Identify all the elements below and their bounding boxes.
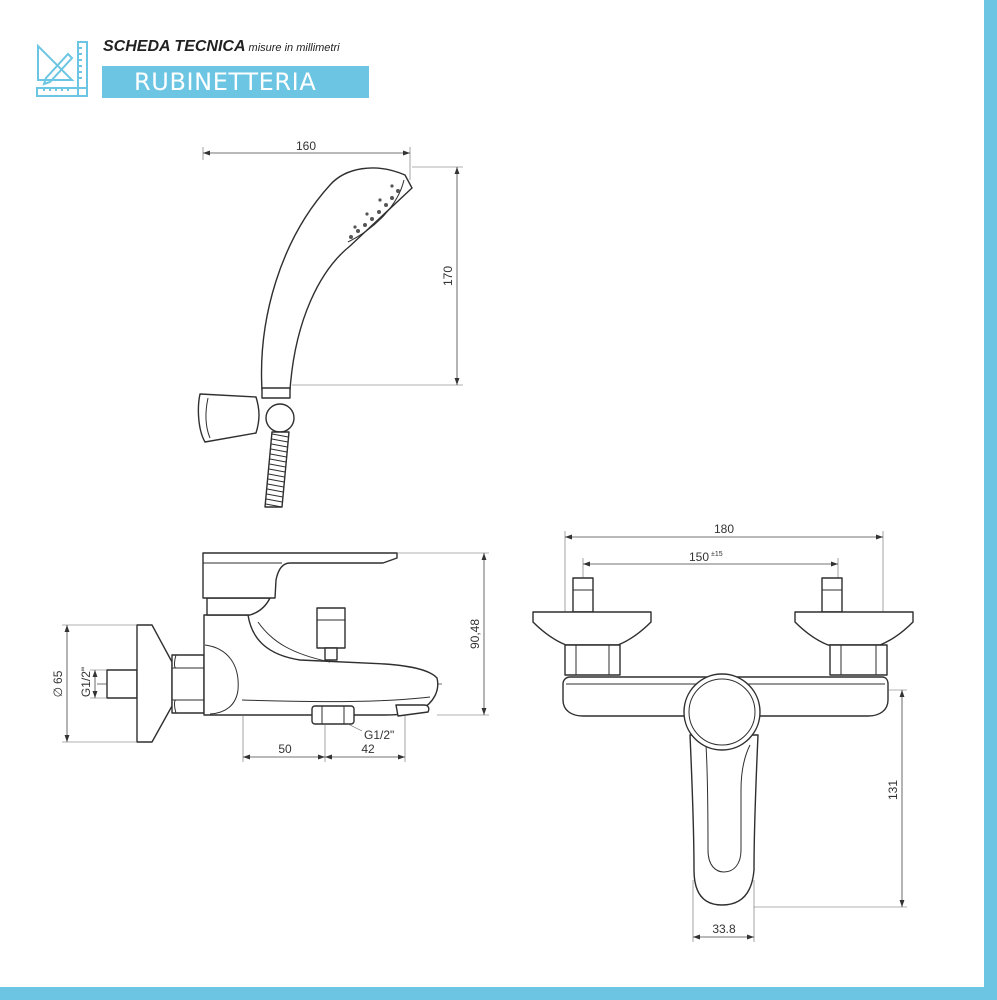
diverter-knob xyxy=(316,607,346,649)
shower-outlet xyxy=(311,705,355,725)
dimension-label-overall-width: 180 xyxy=(714,522,734,536)
nut-hex-lines xyxy=(172,654,204,714)
shower-outlet-lines xyxy=(321,706,345,724)
right-wall-flange xyxy=(794,611,914,646)
wall-holder-bracket xyxy=(197,393,260,443)
left-inlet-pipe xyxy=(572,577,594,613)
inlet-pipe xyxy=(106,669,138,699)
category-banner: RUBINETTERIA xyxy=(102,66,369,98)
holder-bracket-edge xyxy=(205,397,211,439)
handle-grip-collar xyxy=(261,387,291,399)
shower-hose xyxy=(265,433,289,508)
inlet-spacing-tolerance: ±15 xyxy=(711,551,723,558)
units-note: misure in millimetri xyxy=(248,42,340,54)
cartridge-neck xyxy=(206,597,271,616)
diverter-stem xyxy=(324,647,338,661)
handle-disc-inner-ring xyxy=(688,678,756,746)
left-connection-nut xyxy=(564,644,621,676)
spray-nozzle xyxy=(390,196,394,200)
spray-nozzle xyxy=(396,189,400,193)
wall-flange xyxy=(136,624,173,743)
spray-nozzle xyxy=(365,212,369,216)
header-title-row: SCHEDA TECNICA misure in millimetri xyxy=(103,38,373,60)
spray-nozzles xyxy=(349,184,400,239)
pencil-shape xyxy=(42,52,74,86)
dimension-label-distance-a: 50 xyxy=(278,742,292,756)
lever-inner-slot xyxy=(705,744,751,873)
leader-line xyxy=(347,723,363,732)
spray-nozzle xyxy=(363,223,367,227)
dimension-label-flange-diameter: ∅ 65 xyxy=(51,670,65,697)
dimension-label-handle-drop: 131 xyxy=(886,780,900,800)
spray-nozzle xyxy=(353,225,357,229)
spray-nozzle xyxy=(349,235,353,239)
dimension-label-handle-width: 33.8 xyxy=(712,922,736,936)
dimension-label-height: 170 xyxy=(441,266,455,286)
body-boss-edge xyxy=(204,644,239,715)
shower-hose-outline xyxy=(264,431,290,508)
dimension-label-height: 90,48 xyxy=(468,619,482,649)
lever-handle xyxy=(202,552,398,599)
spout-aerator xyxy=(395,704,430,717)
dimension-label-inlet-spacing: 150±15 xyxy=(689,550,723,564)
dimension-label-distance-b: 42 xyxy=(361,742,375,756)
mixer-side-view: 90,48 ∅ 65 G1/2" 50 42 G1/2" xyxy=(51,552,489,762)
dimension-label-inlet-thread: G1/2" xyxy=(79,667,93,697)
left-nut-hex-lines xyxy=(575,645,610,675)
set-square-shape xyxy=(37,43,75,81)
spout-top-edge xyxy=(257,621,331,663)
left-wall-flange xyxy=(532,611,652,646)
spray-nozzle xyxy=(377,210,381,214)
right-nut-hex-lines xyxy=(840,645,877,675)
page-border-bottom xyxy=(0,987,997,1000)
sheet-title: SCHEDA TECNICA xyxy=(103,38,246,55)
ruler-pencil-icon xyxy=(34,40,94,100)
category-label: RUBINETTERIA xyxy=(134,68,317,96)
spray-nozzle xyxy=(384,203,388,207)
spray-face-edge xyxy=(347,179,405,243)
spray-nozzle xyxy=(390,184,394,188)
right-connection-nut xyxy=(829,644,888,676)
spray-nozzle xyxy=(378,198,382,202)
right-inlet-pipe xyxy=(821,577,843,613)
hand-shower-view: 160 170 xyxy=(197,139,463,508)
handle-disc xyxy=(683,673,761,751)
page-border-right xyxy=(984,0,997,1000)
lever-handle xyxy=(689,734,759,906)
inlet-spacing-value: 150 xyxy=(689,550,709,564)
dimension-label-width: 160 xyxy=(296,139,316,153)
diameter-symbol: ∅ xyxy=(51,687,65,697)
spray-nozzle xyxy=(356,229,360,233)
shower-handle-body xyxy=(260,167,413,391)
spray-nozzle xyxy=(370,217,374,221)
mixer-front-view: 180 150±15 131 33.8 xyxy=(532,522,914,942)
holder-swivel-ring xyxy=(265,403,295,433)
flange-diameter-value: 65 xyxy=(51,670,65,684)
connection-nut xyxy=(171,654,205,714)
outlet-thread-label: G1/2" xyxy=(364,728,394,742)
spout-bottom-edge xyxy=(241,696,431,703)
ruler-ticks xyxy=(43,47,82,91)
